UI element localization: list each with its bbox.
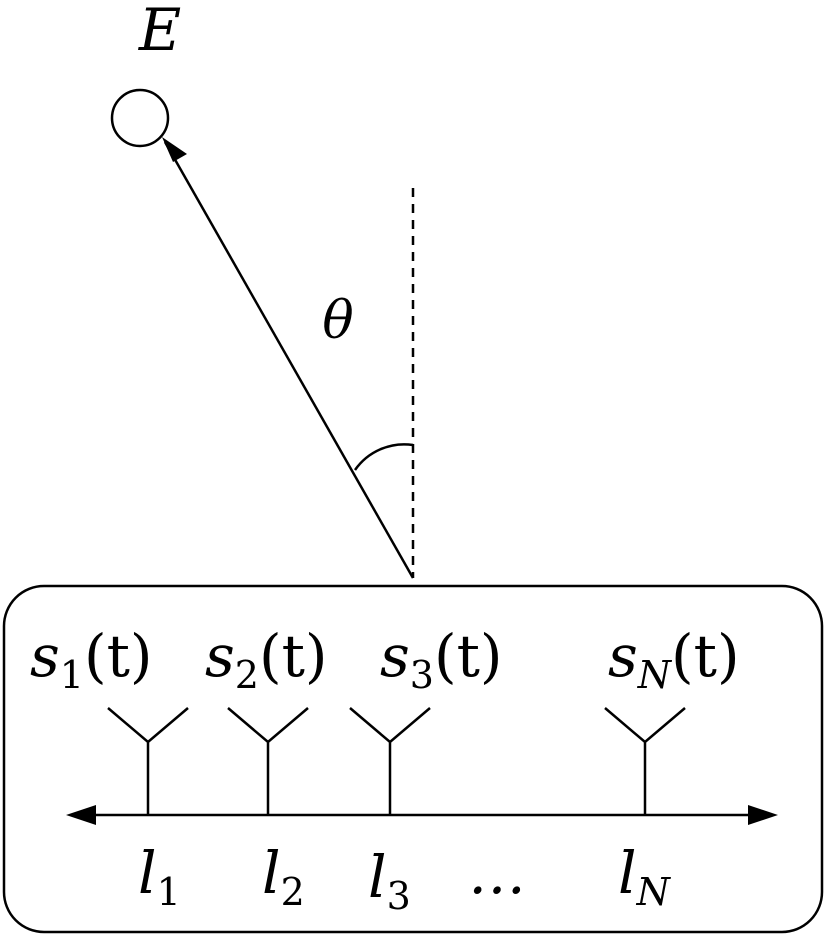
angle-arc <box>353 443 414 471</box>
array-enclosure <box>2 584 824 934</box>
signal-label-3: s3(t) <box>380 622 503 697</box>
direction-arrow <box>163 141 415 579</box>
emitter-circle <box>110 88 170 148</box>
antenna-icon <box>227 707 309 815</box>
sensor-1: s1(t) l1 <box>30 622 189 914</box>
sensor-n: sN(t) lN <box>604 622 740 914</box>
position-label-1: l1 <box>138 839 181 914</box>
signal-label-2: s2(t) <box>205 622 328 697</box>
signal-label-n: sN(t) <box>608 622 740 697</box>
arrow-head-icon <box>162 137 187 162</box>
position-label-2: l2 <box>262 839 305 914</box>
sensor-3: s3(t) l3 <box>349 622 503 918</box>
antenna-icon <box>604 707 686 815</box>
emitter-label: E <box>138 0 181 64</box>
antenna-icon <box>107 707 189 815</box>
axis-right-arrow-icon <box>748 805 778 825</box>
angle-label: θ <box>322 291 353 351</box>
signal-label-1: s1(t) <box>30 622 153 697</box>
position-label-3: l3 <box>368 843 411 918</box>
axis-left-arrow-icon <box>66 805 96 825</box>
ellipsis: … <box>468 839 526 907</box>
sensor-2: s2(t) l2 <box>205 622 328 914</box>
antenna-icon <box>349 707 431 815</box>
position-label-n: lN <box>618 839 672 914</box>
